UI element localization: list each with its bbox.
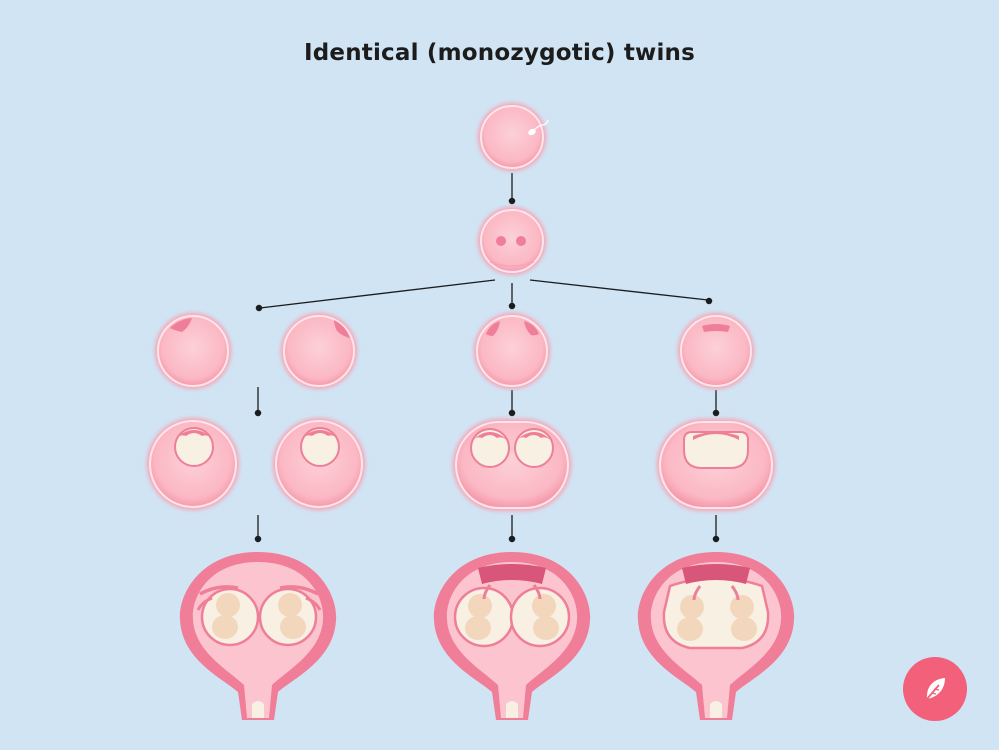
blastocyst-cavity-middle: [453, 419, 571, 511]
fetus-icon: [278, 593, 322, 639]
pronucleus: [496, 236, 506, 246]
fertilized-egg: [478, 103, 549, 171]
fetus-icon: [196, 593, 240, 639]
early-blastocyst-left-b: [281, 313, 357, 389]
uterus-separate-placentas: [179, 552, 337, 720]
early-blastocyst-middle: [474, 313, 550, 389]
brand-logo: [903, 657, 967, 721]
uterus-row: [179, 552, 795, 720]
fetus-icon: [465, 584, 492, 640]
uterus-shared-placenta-one-sac: [637, 552, 795, 720]
diagram-title: Identical (monozygotic) twins: [303, 40, 696, 66]
zygote: [478, 207, 546, 275]
blastocyst-row: [155, 313, 754, 389]
sperm-icon: [528, 119, 549, 136]
blastocyst-cavity-left-a: [147, 418, 239, 510]
pronucleus: [516, 236, 526, 246]
early-blastocyst-right: [678, 313, 754, 389]
cavity-row: [147, 418, 775, 511]
blastocyst-cavity-right: [657, 419, 775, 511]
uterus-shared-placenta-two-sacs: [433, 552, 591, 720]
connector-lines: [254, 173, 720, 543]
early-blastocyst-left-a: [155, 313, 231, 389]
feather-logo-icon: [926, 678, 945, 700]
blastocyst-cavity-left-b: [273, 418, 365, 510]
fetus-icon: [677, 585, 704, 641]
fetus-icon: [730, 585, 757, 641]
fetus-icon: [532, 584, 559, 640]
